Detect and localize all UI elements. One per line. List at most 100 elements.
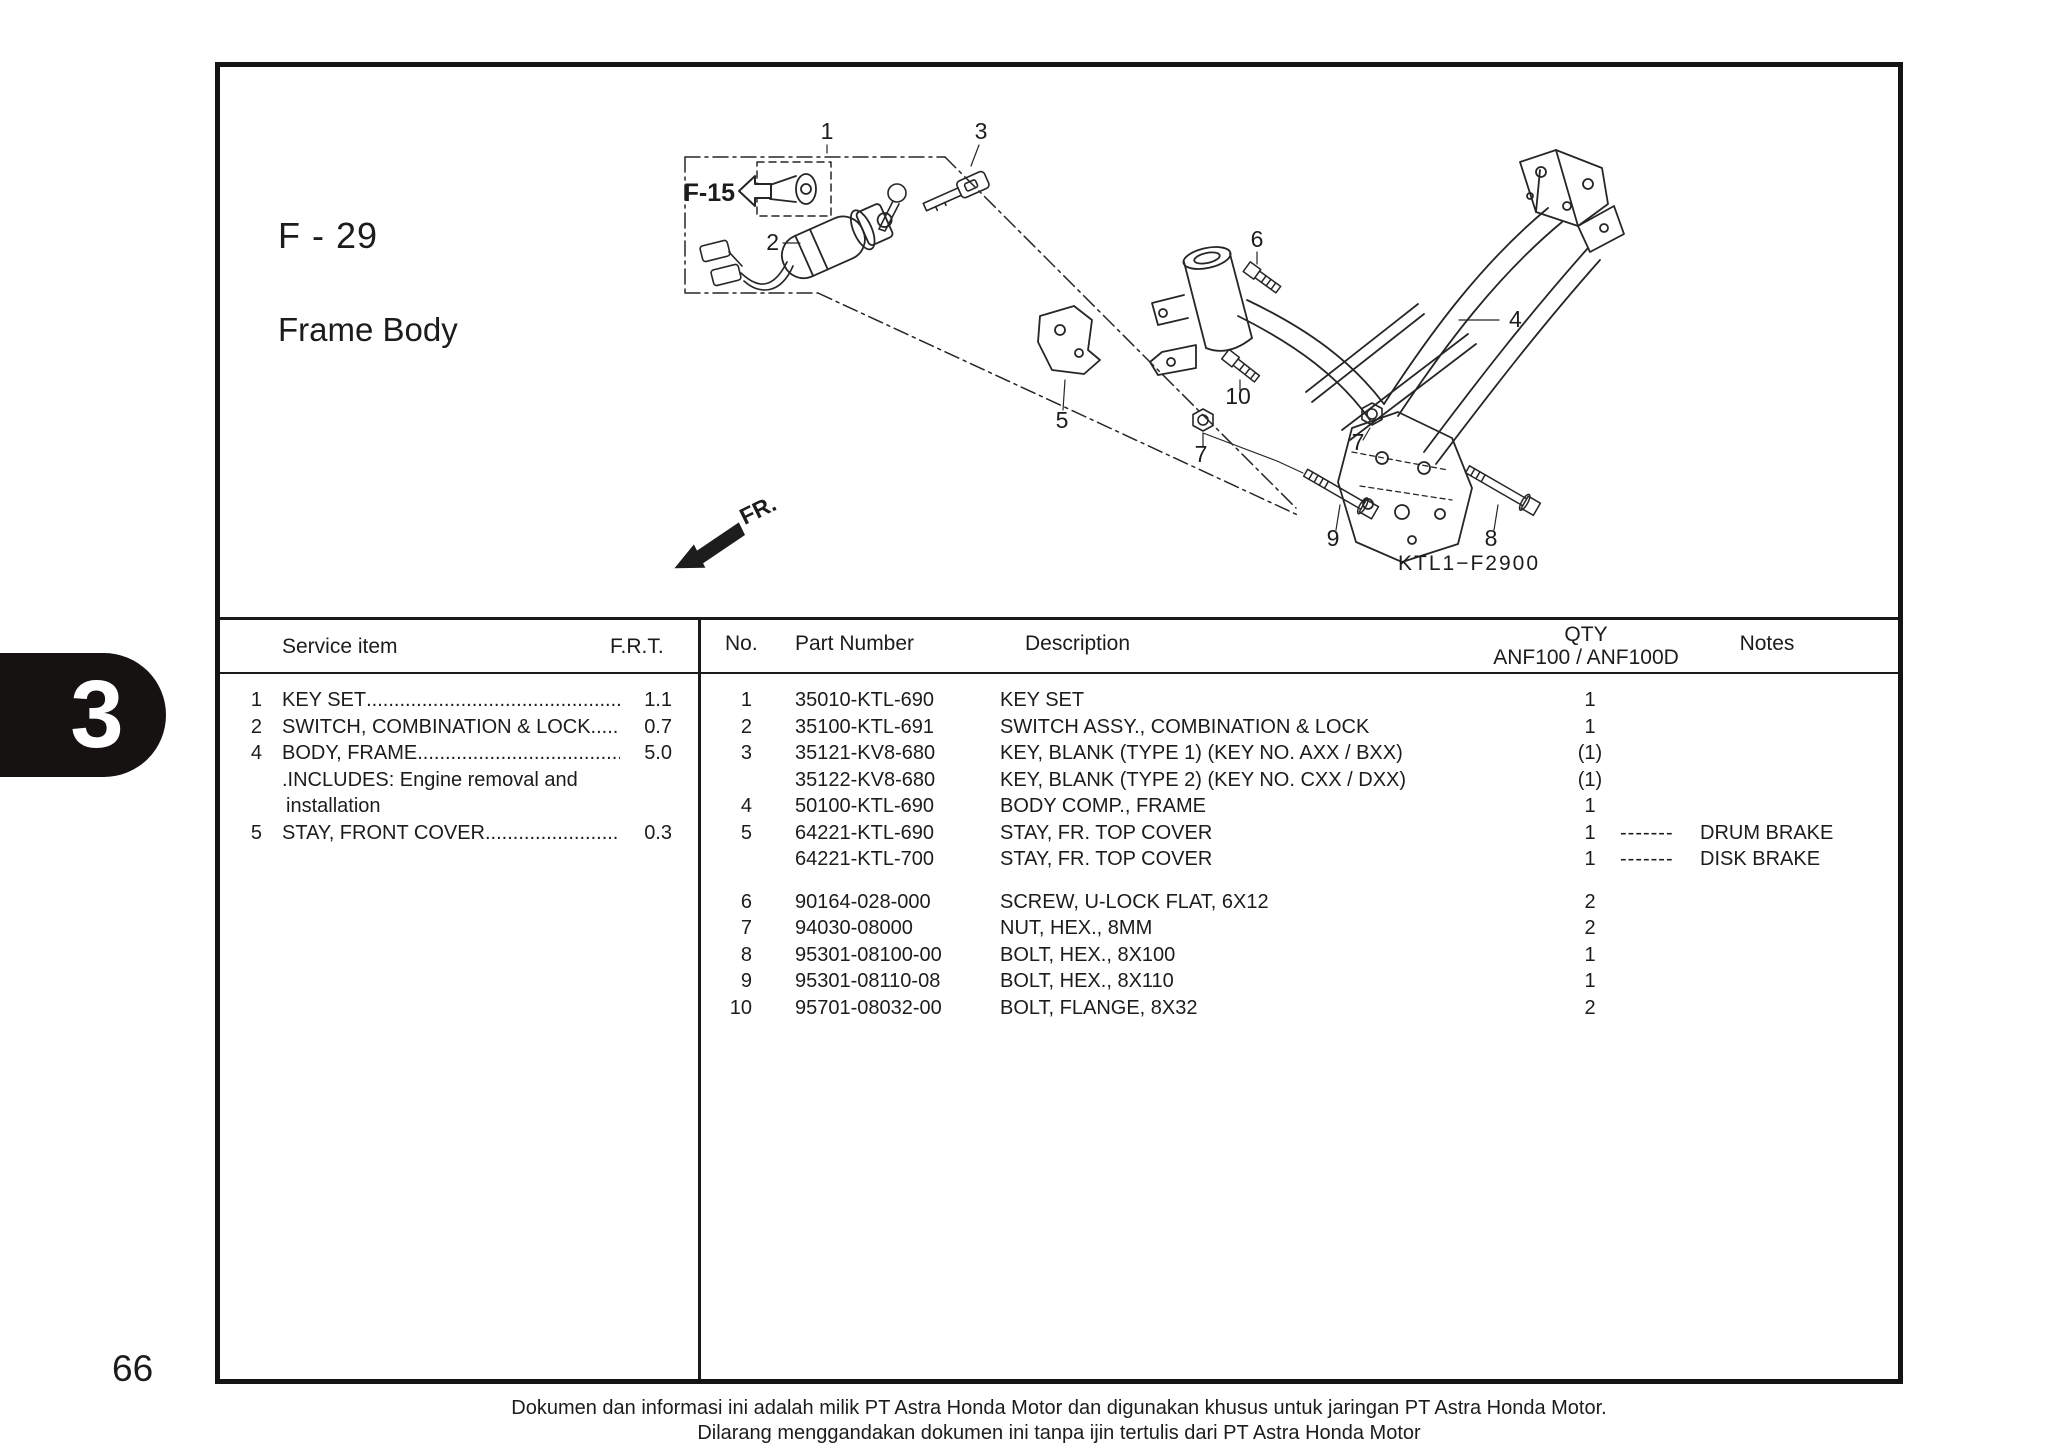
notes-dash <box>1620 767 1700 794</box>
part-qty: 1 <box>1584 821 1596 844</box>
part-notes <box>1700 767 1898 794</box>
part-notes <box>1700 995 1898 1022</box>
part-notes <box>1700 968 1898 995</box>
part-no: 8 <box>740 943 752 966</box>
part-number: 35100-KTL-691 <box>795 715 934 738</box>
part-description: KEY SET <box>1000 689 1085 711</box>
callout-6: 6 <box>1251 226 1264 252</box>
front-cover-stay <box>1037 305 1101 375</box>
callout-leader-lines <box>782 144 1500 531</box>
callout-9: 9 <box>1327 525 1340 551</box>
part-number: 50100-KTL-690 <box>795 795 934 817</box>
fr-direction-label: FR. <box>735 490 780 530</box>
frame-center-bracket <box>1337 411 1473 563</box>
chapter-tab-number: 3 <box>70 661 124 768</box>
page-title: Frame Body <box>278 311 458 348</box>
qty-models-header: ANF100 / ANF100D <box>1493 646 1679 669</box>
service-item: .INCLUDES: Engine removal and <box>282 768 578 791</box>
part-qty: (1) <box>1577 768 1603 791</box>
no-header: No. <box>725 632 758 655</box>
part-qty: 1 <box>1584 970 1596 992</box>
service-item: BODY, FRAME <box>282 742 418 764</box>
notes-dash <box>1620 915 1700 942</box>
part-description: STAY, FR. TOP COVER <box>1000 848 1213 870</box>
dot-leader: ........................................… <box>485 821 620 844</box>
part-number: 64221-KTL-690 <box>795 821 934 844</box>
part-qty: 1 <box>1584 715 1596 738</box>
part-no <box>700 846 770 873</box>
part-no: 6 <box>740 890 752 913</box>
service-row: installation <box>220 793 698 820</box>
notes-dash <box>1620 793 1700 820</box>
service-frt: 0.3 <box>644 821 672 844</box>
part-no: 10 <box>729 996 752 1019</box>
footer-line-1: Dokumen dan informasi ini adalah milik P… <box>511 1397 1607 1419</box>
description-header: Description <box>1025 632 1131 655</box>
key-blank <box>922 170 990 212</box>
part-qty: 1 <box>1584 795 1596 817</box>
part-no: 1 <box>740 689 752 711</box>
part-number: 95701-08032-00 <box>795 996 942 1019</box>
keyset-boundary-lines <box>684 156 1301 517</box>
callout-10: 10 <box>1225 383 1251 409</box>
part-description: NUT, HEX., 8MM <box>1000 917 1153 939</box>
part-description: BODY COMP., FRAME <box>1000 795 1206 817</box>
part-number: 95301-08100-00 <box>795 943 942 966</box>
footer: Dokumen dan informasi ini adalah milik P… <box>215 1396 1903 1446</box>
part-notes <box>1700 740 1898 767</box>
bolt-8 <box>1464 465 1542 517</box>
part-qty: 1 <box>1584 689 1596 711</box>
sheet-border: F - 29 Frame Body <box>215 62 1903 1384</box>
service-frt: 0.7 <box>644 715 672 738</box>
notes-dash <box>1620 714 1700 741</box>
part-qty: 2 <box>1584 917 1596 939</box>
part-number: 35121-KV8-680 <box>795 742 936 764</box>
service-item-header: Service item <box>282 635 398 658</box>
part-notes <box>1700 687 1898 714</box>
part-qty: 1 <box>1584 848 1596 870</box>
service-row: 1 KEY SET...............................… <box>220 687 698 714</box>
screw-6 <box>1242 261 1282 294</box>
notes-dash <box>1620 942 1700 969</box>
qty-header: QTY ANF100 / ANF100D <box>1493 623 1679 669</box>
f15-reference-arrow-icon <box>738 175 772 207</box>
lock-cylinder <box>769 173 817 205</box>
part-qty: 2 <box>1584 890 1596 913</box>
service-no: 1 <box>250 689 262 711</box>
frame-body-tubes <box>1237 207 1601 465</box>
key-in-switch <box>878 183 907 232</box>
part-description: KEY, BLANK (TYPE 1) (KEY NO. AXX / BXX) <box>1000 742 1403 764</box>
notes-dash <box>1620 995 1700 1022</box>
hex-nut-7-right <box>1361 402 1383 426</box>
part-notes <box>1700 714 1898 741</box>
combination-switch-assembly <box>781 203 894 280</box>
part-number: 90164-028-000 <box>795 890 931 913</box>
service-no: 4 <box>250 742 262 764</box>
part-notes <box>1700 915 1898 942</box>
bolt-9 <box>1302 468 1380 520</box>
notes-header: Notes <box>1739 632 1795 655</box>
fr-direction-arrow-icon: FR. <box>674 490 780 569</box>
service-item: SWITCH, COMBINATION & LOCK <box>282 715 591 738</box>
dot-leader: ........................................… <box>366 689 620 711</box>
notes-dash <box>1620 889 1700 916</box>
hex-nut-7-left <box>1192 408 1214 432</box>
footer-line-2: Dilarang menggandakan dokumen ini tanpa … <box>697 1422 1421 1444</box>
callout-7: 7 <box>1195 441 1208 467</box>
service-row: 4 BODY, FRAME...........................… <box>220 740 698 767</box>
part-no <box>700 767 770 794</box>
section-code: F - 29 <box>278 215 379 256</box>
notes-dash: ------- <box>1620 848 1674 870</box>
service-row: .INCLUDES: Engine removal and <box>220 767 698 794</box>
notes-dash <box>1620 968 1700 995</box>
